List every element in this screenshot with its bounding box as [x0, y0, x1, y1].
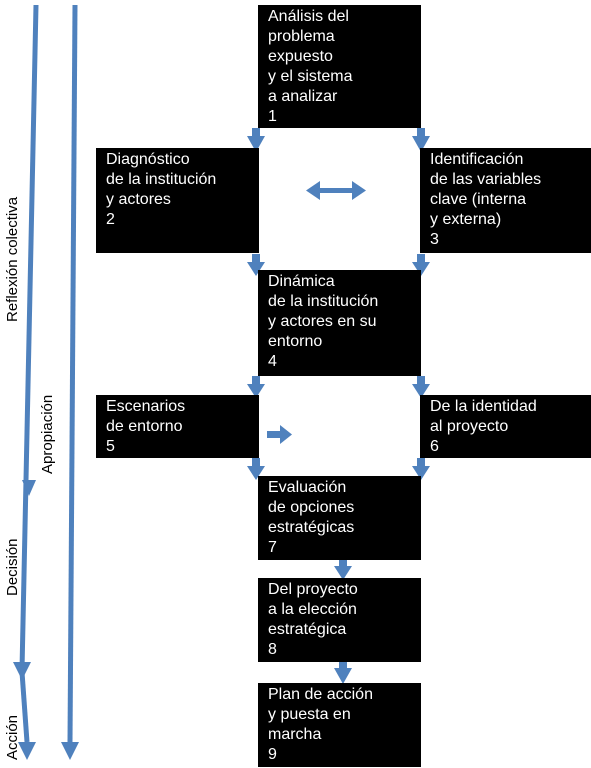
down-arrows	[247, 128, 430, 684]
box-9-plan: Plan de acción y puesta en marcha 9	[258, 683, 421, 767]
box-8-proyecto: Del proyecto a la elección estratégica 8	[258, 578, 421, 662]
right-line-apropiacion	[61, 4, 79, 760]
left-line-reflexion-decision-accion	[13, 4, 39, 760]
label-reflexion-colectiva: Reflexión colectiva	[4, 196, 21, 322]
arrow-5-6	[267, 425, 292, 444]
label-apropiacion: Apropiación	[39, 394, 56, 474]
box-6-identidad: De la identidad al proyecto 6	[420, 395, 591, 458]
label-decision: Decisión	[4, 538, 21, 596]
label-accion: Acción	[4, 714, 21, 760]
mid-marker-arrow	[22, 480, 36, 496]
double-arrow-2-3	[306, 181, 366, 200]
box-2-diagnostico: Diagnóstico de la institución y actores …	[96, 148, 259, 253]
box-5-escenarios: Escenarios de entorno 5	[96, 395, 259, 458]
box-3-identificacion: Identificación de las variables clave (i…	[420, 148, 591, 253]
box-4-dinamica: Dinámica de la institución y actores en …	[258, 270, 421, 376]
box-7-evaluacion: Evaluación de opciones estratégicas 7	[258, 476, 421, 560]
box-1-analisis: Análisis del problema expuesto y el sist…	[258, 5, 421, 128]
